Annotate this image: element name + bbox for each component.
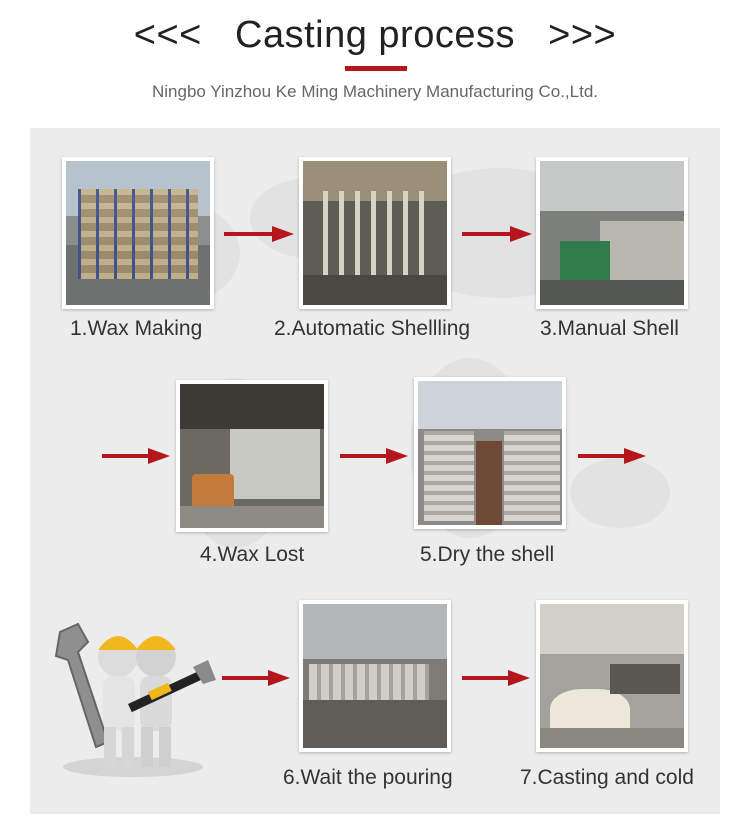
- right-arrow-icon: [222, 670, 292, 686]
- photo-manual-shell: [536, 157, 688, 309]
- title-underline: [345, 66, 407, 71]
- photo-wax-making: [62, 157, 214, 309]
- step-label-automatic-shelling: 2.Automatic Shellling: [274, 317, 471, 340]
- right-arrow-icon: [462, 670, 532, 686]
- page-title: <<< Casting process >>>: [133, 14, 617, 56]
- photo-casting-and-cold: [536, 600, 688, 752]
- photo-wax-lost: [176, 380, 328, 532]
- step-label-wax-making: 1.Wax Making: [70, 317, 203, 340]
- right-arrow-icon: [340, 448, 410, 464]
- step-label-wait-the-pouring: 6.Wait the pouring: [283, 766, 453, 789]
- step-label-dry-the-shell: 5.Dry the shell: [420, 543, 555, 566]
- right-arrow-icon: [578, 448, 648, 464]
- step-label-casting-and-cold: 7.Casting and cold: [520, 766, 694, 789]
- right-arrow-icon: [462, 226, 532, 242]
- step-label-wax-lost: 4.Wax Lost: [200, 543, 305, 566]
- workers-illustration: [54, 622, 216, 777]
- photo-dry-the-shell: [414, 377, 566, 529]
- step-label-manual-shell: 3.Manual Shell: [540, 317, 679, 340]
- world-map-shape: [570, 458, 670, 528]
- right-arrow-icon: [102, 448, 172, 464]
- company-subtitle: Ningbo Yinzhou Ke Ming Machinery Manufac…: [151, 82, 599, 101]
- photo-automatic-shelling: [299, 157, 451, 309]
- right-arrow-icon: [224, 226, 294, 242]
- photo-wait-the-pouring: [299, 600, 451, 752]
